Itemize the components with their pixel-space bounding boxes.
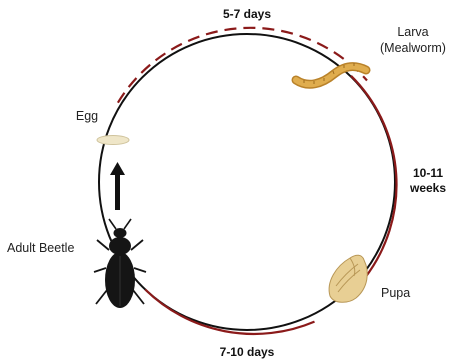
larva-to-pupa-duration-arc [351,76,397,278]
adult-beetle-illustration [94,219,146,308]
arrow-up-icon [110,162,125,210]
egg-label: Egg [76,109,98,123]
larva-sub-label: (Mealworm) [380,41,446,55]
pupa-to-adult-duration-arc [145,290,314,334]
egg-to-larva-duration: 5-7 days [223,7,271,21]
pupa-illustration [329,255,367,302]
pupa-label: Pupa [381,286,410,300]
larva-to-pupa-duration-unit: weeks [409,181,446,195]
adult-beetle-label: Adult Beetle [7,241,74,255]
larva-label: Larva [397,25,428,39]
egg-illustration [97,136,129,145]
larva-to-pupa-duration: 10-11 [413,166,443,180]
pupa-to-adult-duration: 7-10 days [220,345,275,359]
